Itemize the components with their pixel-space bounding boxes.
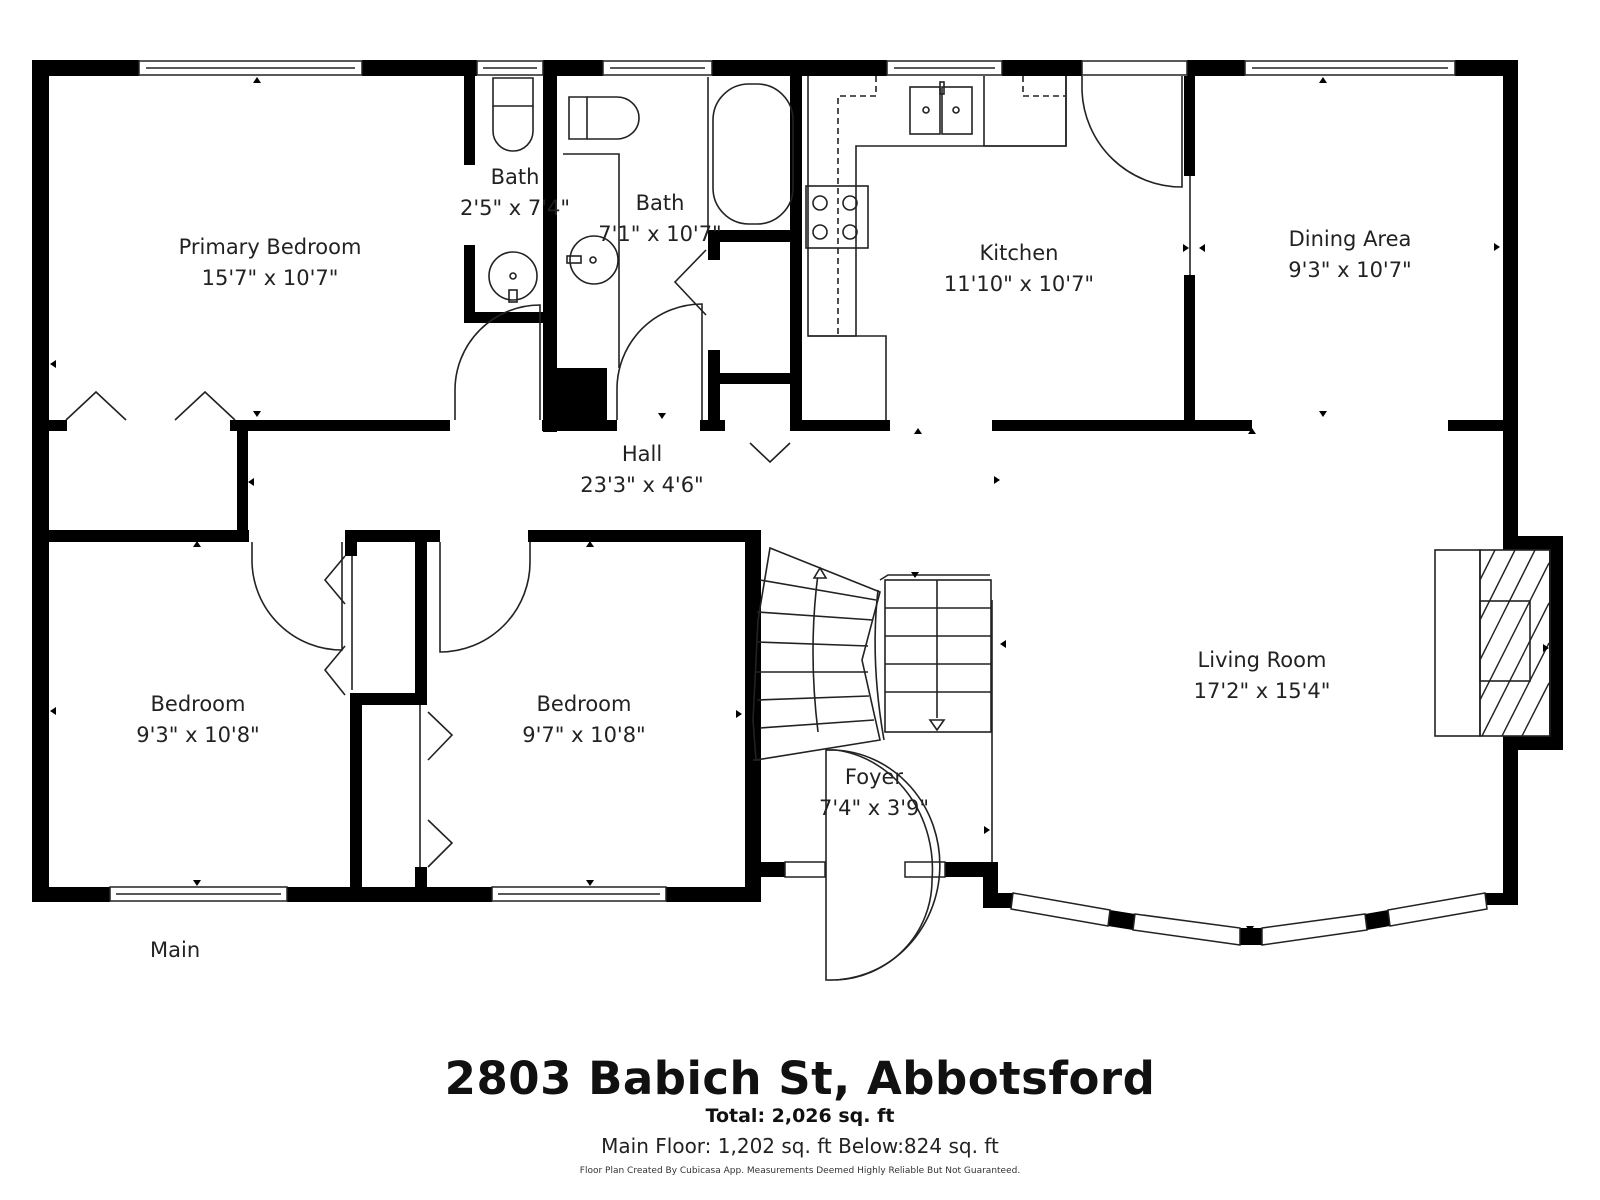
room-label-hall: Hall 23'3" x 4'6" bbox=[580, 439, 703, 501]
room-dimensions: 9'3" x 10'7" bbox=[1288, 258, 1412, 282]
room-name: Living Room bbox=[1197, 648, 1327, 672]
room-dimensions: 15'7" x 10'7" bbox=[201, 266, 339, 290]
area-breakdown: Main Floor: 1,202 sq. ft Below:824 sq. f… bbox=[601, 1134, 999, 1158]
measure-markers bbox=[50, 77, 1549, 932]
room-name: Dining Area bbox=[1288, 227, 1412, 251]
room-label-bedroom-1: Bedroom 9'3" x 10'8" bbox=[136, 689, 259, 751]
total-area: Total: 2,026 sq. ft bbox=[705, 1105, 895, 1127]
walls bbox=[32, 60, 1563, 945]
room-name: Bath bbox=[635, 191, 685, 215]
room-name: Primary Bedroom bbox=[178, 235, 362, 259]
room-dimensions: 23'3" x 4'6" bbox=[580, 473, 704, 497]
room-dimensions: 9'7" x 10'8" bbox=[522, 723, 646, 747]
room-label-foyer: Foyer 7'4" x 3'9" bbox=[819, 762, 929, 824]
room-dimensions: 11'10" x 10'7" bbox=[943, 272, 1095, 296]
windows bbox=[109, 60, 1488, 946]
room-label-bedroom-2: Bedroom 9'7" x 10'8" bbox=[522, 689, 645, 751]
room-dimensions: 7'1" x 10'7" bbox=[598, 222, 722, 246]
room-name: Foyer bbox=[844, 765, 904, 789]
disclaimer: Floor Plan Created By Cubicasa App. Meas… bbox=[579, 1166, 1021, 1176]
floor-level-label: Main bbox=[150, 938, 201, 962]
room-dimensions: 2'5" x 7'4" bbox=[459, 196, 571, 220]
room-label-kitchen: Kitchen 11'10" x 10'7" bbox=[944, 238, 1094, 300]
room-name: Hall bbox=[621, 442, 663, 466]
room-label-primary-bedroom: Primary Bedroom 15'7" x 10'7" bbox=[179, 232, 362, 294]
room-name: Bath bbox=[490, 165, 540, 189]
room-name: Bedroom bbox=[150, 692, 246, 716]
room-label-bath-2: Bath 7'1" x 10'7" bbox=[598, 188, 721, 250]
room-dimensions: 7'4" x 3'9" bbox=[818, 796, 930, 820]
room-dimensions: 17'2" x 15'4" bbox=[1193, 679, 1331, 703]
room-name: Kitchen bbox=[979, 241, 1059, 265]
property-address: 2803 Babich St, Abbotsford bbox=[444, 1052, 1156, 1105]
room-label-dining-area: Dining Area 9'3" x 10'7" bbox=[1288, 224, 1411, 286]
fixtures bbox=[65, 76, 1551, 981]
room-label-bath-1: Bath 2'5" x 7'4" bbox=[460, 162, 570, 224]
room-dimensions: 9'3" x 10'8" bbox=[136, 723, 260, 747]
room-label-living-room: Living Room 17'2" x 15'4" bbox=[1194, 645, 1331, 707]
room-name: Bedroom bbox=[536, 692, 632, 716]
